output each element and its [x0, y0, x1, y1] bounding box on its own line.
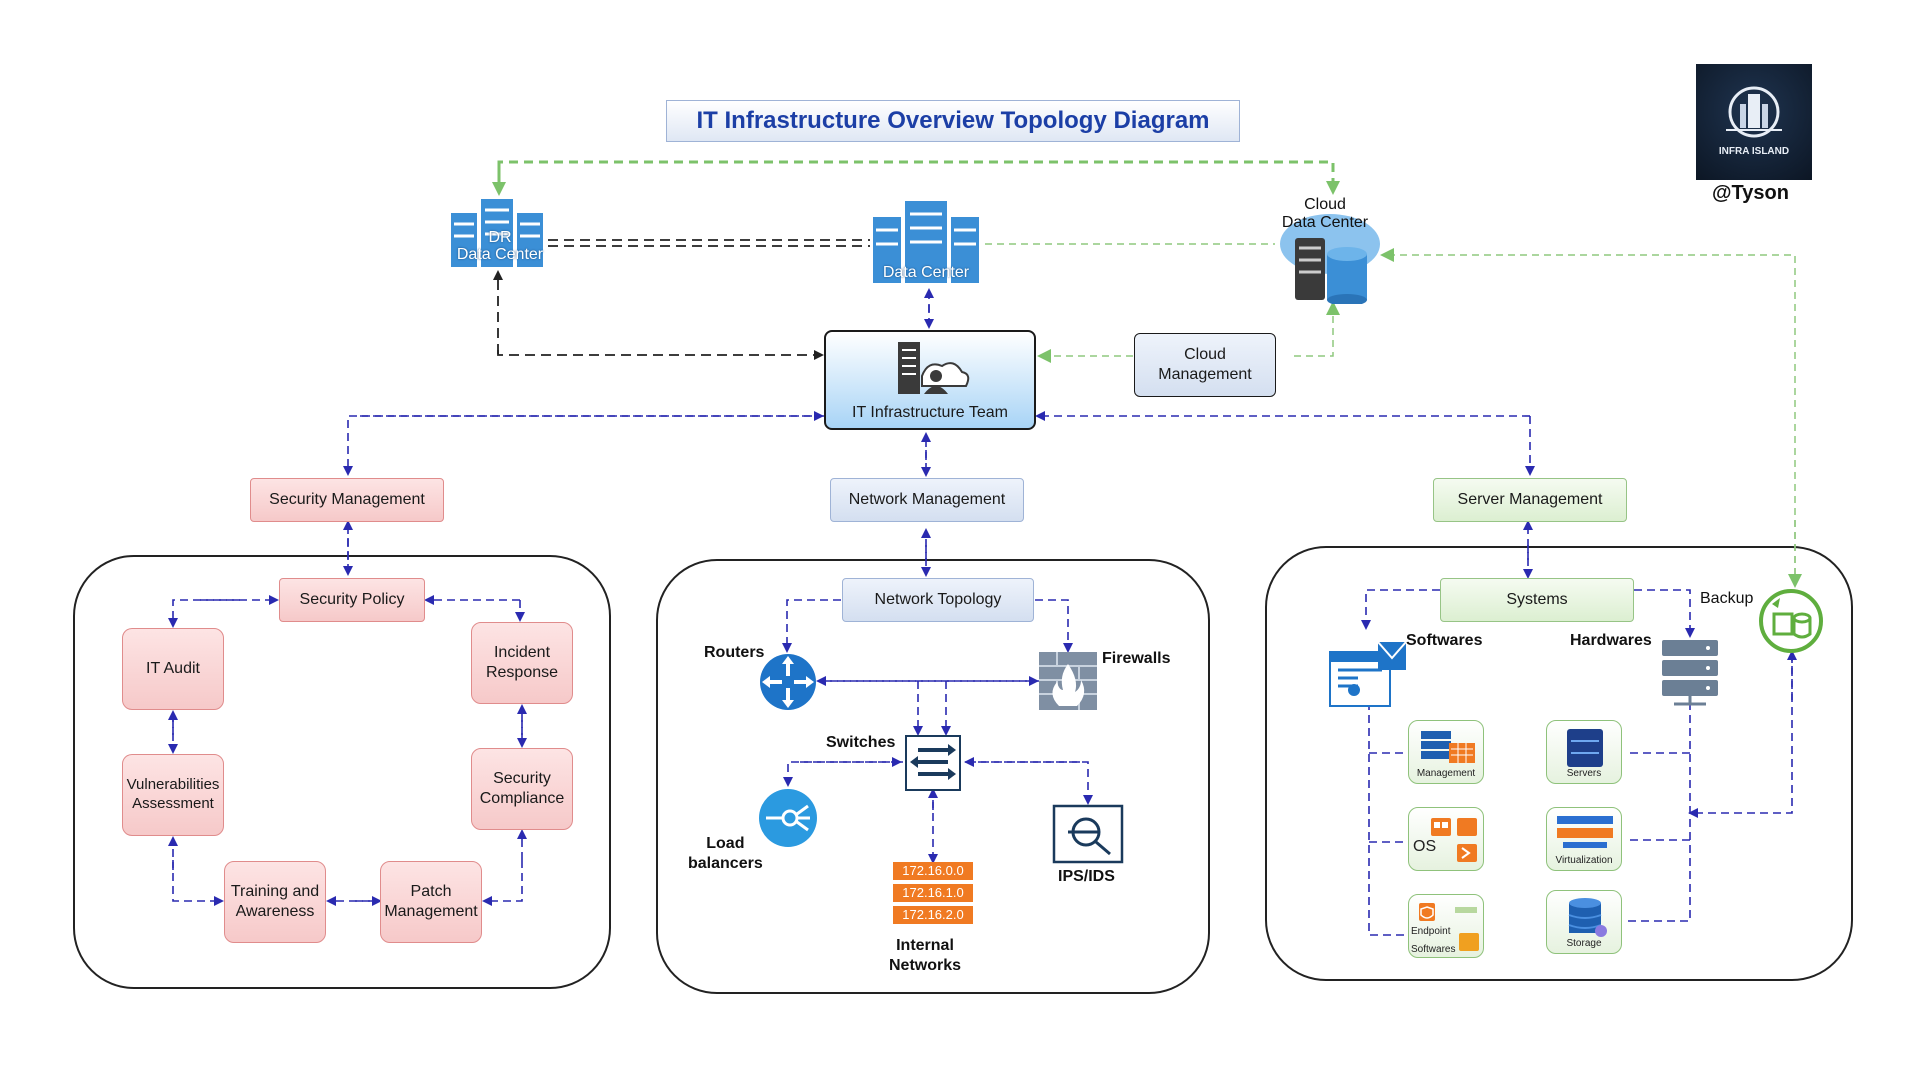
- hardware-rack-icon: [1662, 640, 1718, 706]
- internal-networks-stack: 172.16.0.0 172.16.1.0 172.16.2.0: [893, 862, 973, 924]
- tile-virtualization: Virtualization: [1546, 807, 1622, 871]
- tile-servers: Servers: [1546, 720, 1622, 784]
- tile-servers-label: Servers: [1566, 768, 1602, 779]
- training-awareness-box: Training and Awareness: [224, 861, 326, 943]
- dr-team-line-2: [497, 350, 824, 360]
- author-handle: @Tyson: [1712, 182, 1789, 204]
- management-dashboard-icon: [1421, 731, 1475, 763]
- tile-endpoint-label: Endpoint Softwares: [1411, 926, 1456, 955]
- subnet-row: 172.16.2.0: [893, 906, 973, 924]
- security-management-box: Security Management: [250, 478, 444, 522]
- cloud-data-center-label: Cloud Data Center: [1281, 196, 1369, 231]
- router-icon: [760, 654, 816, 710]
- team-building-icon: [898, 342, 970, 394]
- tile-management-label: Management: [1416, 768, 1476, 779]
- security-compliance-box: Security Compliance: [471, 748, 573, 830]
- backup-icon: [1759, 589, 1823, 653]
- network-management-box: Network Management: [830, 478, 1024, 522]
- firewalls-label: Firewalls: [1102, 650, 1171, 667]
- tile-os: OS: [1408, 807, 1484, 871]
- softwares-label: Softwares: [1406, 632, 1483, 649]
- tile-endpoint-softwares: Endpoint Softwares: [1408, 894, 1484, 958]
- backup-cloud-line: [1380, 248, 1796, 575]
- server-management-box: Server Management: [1433, 478, 1627, 522]
- incident-response-box: Incident Response: [471, 622, 573, 704]
- network-container: [656, 559, 1210, 994]
- data-center-icon: [871, 199, 981, 285]
- backup-label: Backup: [1700, 590, 1754, 607]
- servers-icon: [1567, 729, 1603, 767]
- virtualization-icon: [1557, 816, 1613, 848]
- internal-networks-label: Internal Networks: [889, 937, 962, 974]
- brand-logo: INFRA ISLAND: [1696, 64, 1812, 180]
- os-icons: [1431, 818, 1477, 862]
- cloud-management-box: Cloud Management: [1134, 333, 1276, 397]
- switch-icon: [905, 735, 961, 791]
- tile-os-label: OS: [1413, 838, 1437, 855]
- dr-data-center-label: DR Data Center: [456, 229, 544, 263]
- firewall-icon: [1039, 652, 1097, 710]
- it-infrastructure-team-label: IT Infrastructure Team: [852, 404, 1008, 421]
- subnet-row: 172.16.1.0: [893, 884, 973, 902]
- dr-data-center-icon: [449, 197, 545, 269]
- tile-storage-label: Storage: [1566, 938, 1602, 949]
- softwares-icon: [1329, 641, 1407, 707]
- subnet-row: 172.16.0.0: [893, 862, 973, 880]
- dr-cloud-sync-line: [497, 160, 1340, 195]
- tile-virtualization-label: Virtualization: [1555, 855, 1613, 866]
- storage-icon: [1568, 898, 1607, 937]
- network-topology-box: Network Topology: [842, 578, 1034, 622]
- patch-management-box: Patch Management: [380, 861, 482, 943]
- endpoint-software-icons: [1419, 903, 1479, 951]
- brand-logo-text: INFRA ISLAND: [1718, 146, 1790, 157]
- hardwares-label: Hardwares: [1570, 632, 1652, 649]
- ips-ids-icon: [1052, 804, 1124, 864]
- tile-storage: Storage: [1546, 890, 1622, 954]
- load-balancers-label: Load balancers: [688, 835, 763, 872]
- diagram-title: IT Infrastructure Overview Topology Diag…: [666, 100, 1240, 142]
- cloud-data-center-icon: [1280, 214, 1380, 304]
- security-policy-box: Security Policy: [279, 578, 425, 622]
- it-audit-box: IT Audit: [122, 628, 224, 710]
- island-tower-icon: [1726, 86, 1782, 138]
- routers-label: Routers: [704, 644, 765, 661]
- tile-management: Management: [1408, 720, 1484, 784]
- server-container: [1265, 546, 1853, 981]
- cloud-mgmt-line-2: [1294, 301, 1340, 357]
- data-center-label: Data Center: [882, 264, 970, 281]
- it-infrastructure-team-box: IT Infrastructure Team: [824, 330, 1036, 430]
- ips-ids-label: IPS/IDS: [1058, 868, 1115, 885]
- security-container: [73, 555, 611, 989]
- vulnerabilities-assessment-box: Vulnerabilities Assessment: [122, 754, 224, 836]
- load-balancer-icon: [759, 789, 817, 847]
- systems-box: Systems: [1440, 578, 1634, 622]
- switches-label: Switches: [826, 734, 896, 751]
